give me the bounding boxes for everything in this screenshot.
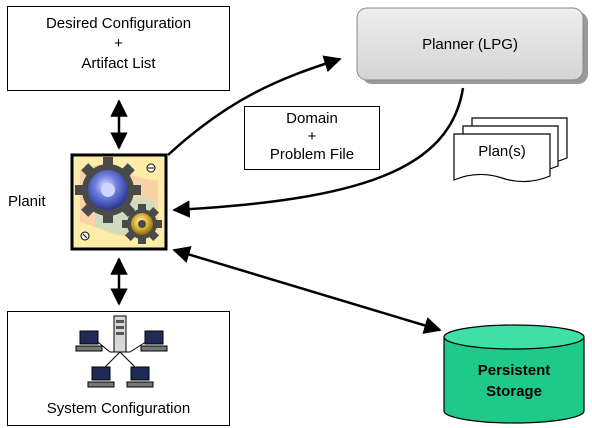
- desired-config-line2: Artifact List: [81, 55, 156, 72]
- domain-line1: Domain: [286, 110, 338, 127]
- domain-problem-box: Domain + Problem File: [244, 106, 380, 170]
- storage-line1: Persistent: [477, 362, 551, 379]
- domain-line2: Problem File: [269, 146, 355, 163]
- network-icon: [75, 315, 168, 388]
- arrows: [110, 55, 465, 334]
- planner-label: Planner (LPG): [422, 36, 518, 53]
- arrow-planit-planner: [167, 55, 342, 156]
- plans-label: Plan(s): [478, 143, 526, 160]
- planner-box: [356, 7, 584, 81]
- storage-line2: Storage: [486, 383, 542, 400]
- arrow-planit-storage: [172, 246, 442, 334]
- document-stack-icon: [453, 117, 568, 183]
- planit-label: Planit: [8, 193, 46, 210]
- desired-configuration-box: Desired Configuration + Artifact List: [7, 6, 230, 91]
- database-icon: [443, 324, 585, 424]
- desired-config-plus: +: [114, 35, 123, 52]
- domain-plus: +: [307, 128, 317, 145]
- desired-config-line1: Desired Configuration: [45, 15, 192, 32]
- system-configuration-box: System Configuration: [7, 311, 230, 426]
- arrow-planner-planit: [172, 87, 465, 218]
- gear-icon: [70, 153, 168, 251]
- system-config-label: System Configuration: [46, 400, 191, 417]
